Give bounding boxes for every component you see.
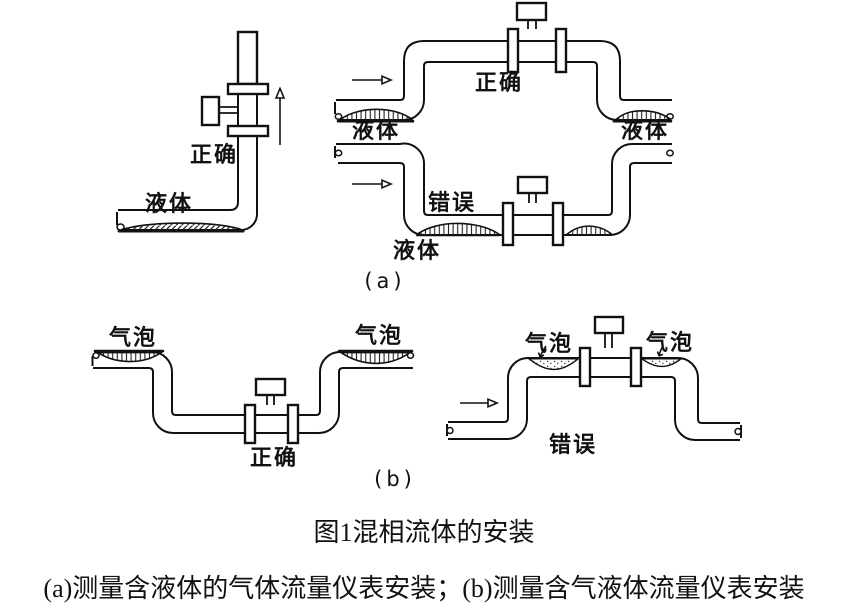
pipe-south-edge [448, 376, 740, 441]
pipe-top-segment [236, 30, 259, 86]
label-error: 错误 [549, 432, 597, 457]
pipe-south-edge [338, 162, 672, 236]
label-error: 错误 [428, 190, 476, 215]
panel-a-vertical-install: 正确 液体 [116, 30, 286, 233]
transmitter-stem [266, 395, 275, 405]
flange-bottom [226, 124, 270, 138]
flowmeter-icon [506, 1, 568, 74]
flange-left [501, 201, 515, 247]
panel-a-sag: 错误 液体 [334, 142, 674, 263]
liquid-pool-hatch-left [416, 222, 500, 237]
bubble-pointer-arrow-right [656, 345, 664, 357]
label-bubble-left: 气泡 [524, 331, 573, 356]
bubble-pocket-dots-left [526, 358, 580, 371]
flange-right [551, 201, 565, 247]
label-correct: 正确 [190, 142, 238, 167]
transmitter-stem [604, 333, 613, 348]
bubble-pointer-arrow-left [537, 345, 547, 358]
label-correct: 正确 [475, 70, 523, 95]
flowmeter-icon [501, 175, 565, 247]
label-liquid: 液体 [145, 191, 193, 216]
label-correct: 正确 [250, 445, 298, 470]
transmitter-box [254, 377, 287, 397]
panel-b-sag-correct: 气泡 气泡 正确 [91, 323, 415, 470]
transmitter-box [515, 1, 548, 22]
flowmeter-icon [200, 30, 270, 138]
figure-title: 图1混相流体的安装 [313, 518, 534, 547]
pipe-open-end-left [446, 426, 454, 435]
transmitter-box [200, 95, 221, 127]
transmitter-stem [219, 106, 238, 114]
label-liquid: 液体 [393, 238, 441, 263]
flange-left [506, 27, 520, 74]
liquid-pool-hatch [121, 222, 241, 232]
flow-arrow-icon [352, 178, 394, 190]
label-bubble-right: 气泡 [354, 323, 403, 348]
panel-a-over-top: 正确 液体 液体 [334, 1, 674, 143]
label-bubble-right: 气泡 [645, 330, 694, 355]
panel-b-tag: (b) [374, 467, 416, 491]
flange-right [629, 346, 643, 388]
bubble-pocket-dots-right [639, 358, 684, 368]
label-liquid-left: 液体 [352, 118, 400, 143]
pipe-open-end-left [334, 149, 343, 157]
label-bubble-left: 气泡 [108, 325, 157, 350]
flow-arrow-icon [352, 74, 394, 86]
pipe-north-edge [336, 142, 672, 216]
pipe-inner-edge [118, 136, 239, 211]
flange-right [286, 403, 300, 445]
bubble-pocket-hatch-right [338, 351, 413, 365]
transmitter-stem [528, 193, 537, 203]
flange-left [243, 403, 257, 445]
flowmeter-icon [243, 377, 300, 445]
panel-b-raised-error: 气泡 气泡 错误 [446, 315, 742, 457]
label-liquid-right: 液体 [621, 118, 669, 143]
pipe-open-end-right [666, 149, 674, 157]
flange-top [226, 82, 270, 96]
flowmeter-icon [578, 315, 643, 388]
up-arrow-icon [274, 86, 286, 145]
meter-tube [237, 94, 258, 126]
pipe-open-end-left [92, 351, 100, 360]
pipe-open-end-left [334, 112, 343, 121]
liquid-pool-hatch-right [566, 225, 612, 236]
panel-a-tag: (a) [364, 269, 405, 293]
transmitter-box [516, 175, 549, 195]
pipe-north-edge [448, 357, 740, 424]
flange-left [578, 346, 592, 388]
transmitter-stem [527, 20, 537, 29]
figure-subtitle: (a)测量含液体的气体流量仪表安装；(b)测量含气液体流量仪表安装 [43, 574, 804, 603]
bubble-pocket-hatch-left [95, 351, 164, 363]
flange-right [554, 27, 568, 74]
transmitter-box [593, 315, 625, 335]
flow-arrow-icon [460, 397, 500, 409]
pipe-open-end-right [734, 427, 742, 436]
